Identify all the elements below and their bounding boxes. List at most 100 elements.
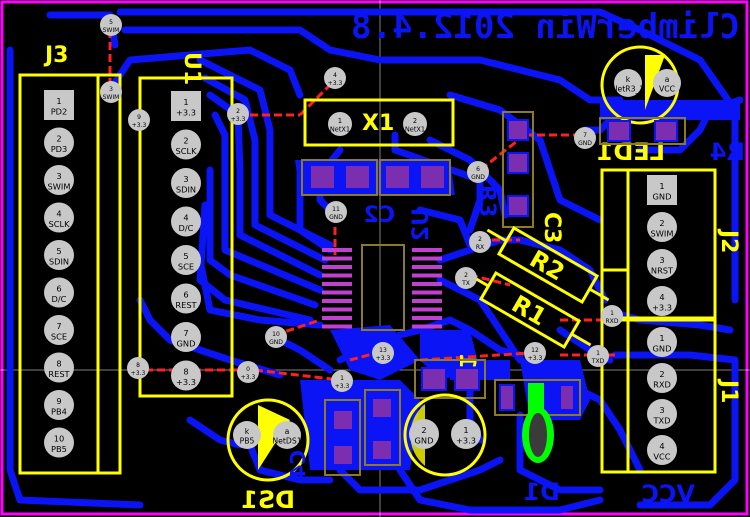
j3-pin-9-shape: [44, 390, 74, 420]
via--3-3-3-net: +3.3: [231, 116, 246, 123]
via--3-3-3-number: 2: [236, 108, 240, 115]
u2-right-pin: [412, 248, 442, 252]
via-gnd-12-shape: [265, 326, 287, 348]
u2-left-pin: [322, 290, 352, 295]
u1-pin-4[interactable]: 4D/C: [171, 206, 201, 237]
via-rx-8-shape: [469, 231, 491, 253]
via--3-3-4-net: +3.3: [328, 80, 343, 87]
via--3-3-4-shape: [324, 67, 346, 89]
lower-smd-parts: C4: [286, 359, 581, 479]
x1-pin-1-net: NetX1: [330, 126, 350, 134]
j1-pin-3-number: 3: [659, 405, 664, 415]
x1-pin-1-number: 1: [338, 117, 342, 125]
via-swim-1-number: 3: [109, 86, 113, 93]
via--3-3-2[interactable]: 9+3.3: [128, 109, 150, 131]
via--3-3-4[interactable]: 4+3.3: [324, 67, 346, 89]
vcc-net-label: VCC: [641, 480, 695, 508]
u2-left-pin: [322, 307, 352, 312]
u2-left-pin: [322, 316, 352, 320]
via-swim-0-net: SWIM: [103, 27, 120, 34]
via--3-3-15[interactable]: 13+3.3: [372, 342, 394, 364]
via--3-3-3[interactable]: 2+3.3: [227, 103, 249, 125]
via-rxd-10-net: RXD: [605, 318, 618, 325]
u2-left-pin: [322, 299, 352, 303]
via-tx-9[interactable]: 2TX: [455, 267, 477, 289]
u1-pin-2-number: 2: [183, 136, 188, 146]
led1-pin-a-number: a: [665, 75, 670, 84]
u1-pin-8[interactable]: 8+3.3: [171, 360, 201, 391]
j3-pin-6[interactable]: 6D/C: [44, 277, 74, 308]
u2-left-pin: [322, 248, 352, 252]
j2-pin-4-shape: [647, 286, 677, 316]
j2-pin-1-shape: [647, 175, 677, 205]
u2-right-pin: [412, 273, 442, 278]
j1-pin-1-net: GND: [653, 343, 672, 353]
via--3-3-14[interactable]: 0+3.3: [237, 361, 259, 383]
via-gnd-7-shape: [325, 201, 347, 223]
u2-chip: U2: [322, 208, 442, 331]
j3-pin-6-number: 6: [56, 284, 61, 294]
via-gnd-5-shape: [574, 127, 596, 149]
j1-pin-2-number: 2: [659, 369, 664, 379]
u1-pin-1-number: 1: [183, 97, 188, 107]
via-rx-8[interactable]: 2RX: [469, 231, 491, 253]
j3-pin-2-number: 2: [56, 134, 61, 144]
vcc-label-group: VCC: [641, 480, 695, 508]
board-title: ClimberWin 2012.4.8: [351, 7, 740, 47]
j3-pin-7-number: 7: [56, 321, 61, 331]
u1-pin-2-net: SCLK: [175, 146, 197, 156]
via--3-3-15-net: +3.3: [376, 355, 391, 362]
via--3-3-16[interactable]: 12+3.3: [524, 342, 546, 364]
u1-pin-5-number: 5: [183, 251, 188, 261]
via--3-3-13[interactable]: 8+3.3: [127, 357, 149, 379]
u1-pin-1[interactable]: 1+3.3: [171, 91, 201, 121]
via--3-3-17[interactable]: 1+3.3: [331, 370, 353, 392]
j2-pin-1-net: GND: [653, 191, 672, 201]
c4-pin-1[interactable]: 1+3.3: [451, 419, 481, 449]
via--3-3-17-number: 1: [340, 375, 344, 382]
j3-pin-8-number: 8: [56, 359, 61, 369]
u2-right-pin: [412, 290, 442, 295]
board-title-group: ClimberWin 2012.4.8: [351, 7, 740, 47]
j2-pin-4[interactable]: 4+3.3: [647, 286, 677, 316]
